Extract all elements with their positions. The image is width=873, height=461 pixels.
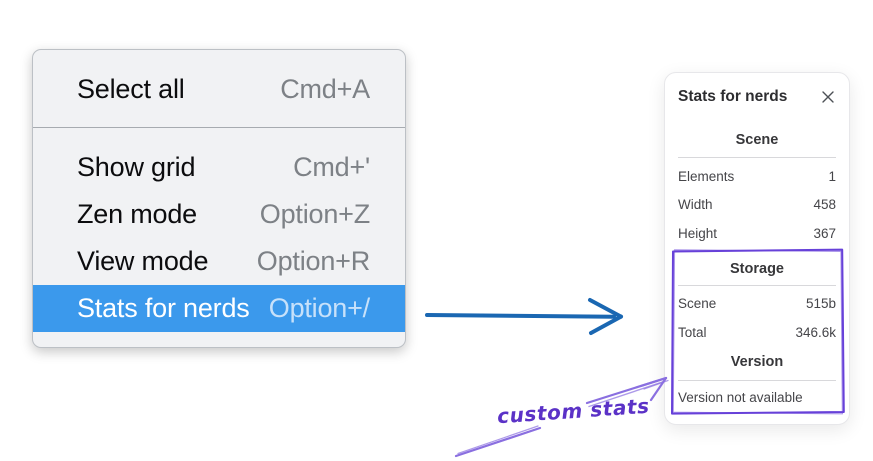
menu-group-top: Select all Cmd+A [33, 50, 405, 127]
menu-item-shortcut: Option+/ [268, 293, 370, 323]
stats-panel-header: Stats for nerds [678, 86, 836, 108]
menu-item-stats-for-nerds[interactable]: Stats for nerds Option+/ [33, 285, 405, 332]
stat-label: Width [678, 197, 713, 213]
stat-row-height: Height 367 [678, 219, 836, 248]
section-divider [678, 379, 836, 381]
section-divider [678, 157, 836, 158]
menu-item-label: Show grid [77, 152, 196, 182]
stat-value: 367 [813, 225, 836, 241]
section-divider [678, 284, 836, 286]
stat-value: 515b [805, 296, 836, 312]
menu-item-label: View mode [77, 246, 209, 276]
stats-panel-title: Stats for nerds [678, 88, 788, 105]
menu-item-shortcut: Option+Z [259, 199, 370, 229]
stat-label: Elements [678, 168, 735, 184]
stat-row-width: Width 458 [678, 191, 836, 220]
menu-item-select-all[interactable]: Select all Cmd+A [33, 67, 405, 111]
section-heading-storage: Storage [730, 260, 784, 277]
close-icon[interactable] [820, 89, 836, 105]
stat-label: Total [678, 324, 707, 340]
menu-item-shortcut: Option+R [256, 246, 370, 276]
menu-group-bottom: Show grid Cmd+' Zen mode Option+Z View m… [33, 128, 405, 347]
section-heading-scene: Scene [735, 132, 779, 148]
stats-panel: Stats for nerds Scene Elements 1 Width 4… [664, 72, 850, 425]
menu-item-label: Stats for nerds [77, 293, 250, 323]
menu-item-shortcut: Cmd+' [293, 152, 370, 182]
section-heading-version: Version [730, 353, 784, 370]
stat-row-elements: Elements 1 [678, 162, 836, 191]
stat-label: Scene [678, 296, 717, 312]
stat-label: Height [678, 225, 718, 241]
context-menu: Select all Cmd+A Show grid Cmd+' Zen mod… [32, 49, 406, 348]
stat-row-scene-size: Scene 515b [678, 290, 836, 319]
menu-item-view-mode[interactable]: View mode Option+R [33, 238, 405, 285]
menu-separator [33, 127, 405, 128]
menu-item-shortcut: Cmd+A [280, 73, 370, 104]
stat-value: 1 [828, 168, 836, 184]
menu-item-label: Zen mode [77, 199, 197, 229]
stat-value: 458 [813, 197, 836, 213]
menu-item-label: Select all [77, 73, 185, 104]
pointer-arrow [425, 298, 623, 335]
menu-item-show-grid[interactable]: Show grid Cmd+' [33, 144, 405, 191]
custom-stats-annotation-label: custom stats [496, 393, 651, 429]
menu-item-zen-mode[interactable]: Zen mode Option+Z [33, 191, 405, 238]
version-note: Version not available [678, 390, 803, 405]
stat-row-total-size: Total 346.6k [678, 318, 836, 347]
stat-value: 346.6k [795, 324, 836, 340]
